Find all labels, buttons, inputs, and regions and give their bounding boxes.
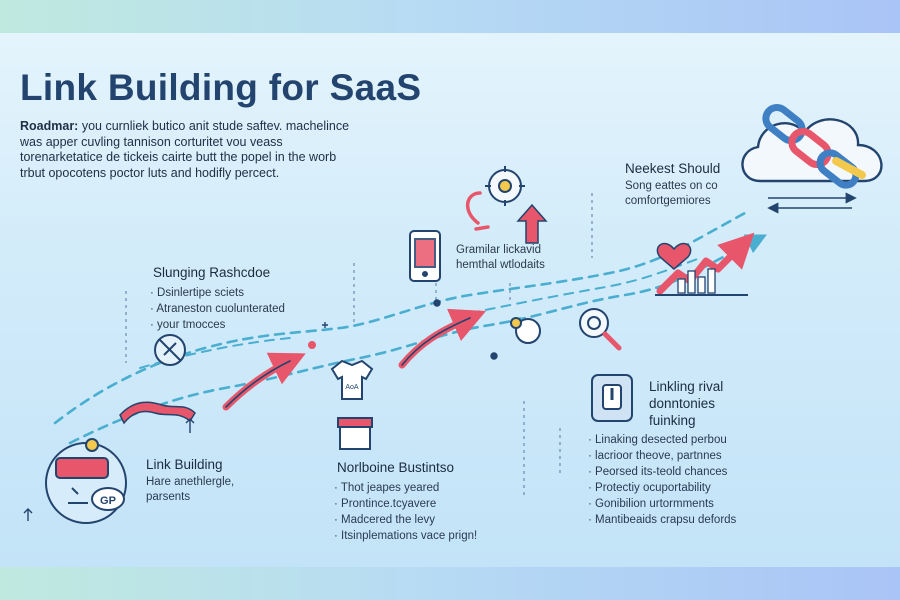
list-item: lacrioor theove, partnnes [588, 448, 736, 464]
norlboine-heading: Norlboine Bustintso [337, 460, 455, 475]
link-node-icon [510, 317, 541, 344]
list-item: Dsinlertipe sciets [150, 285, 285, 301]
guide-lines [125, 193, 593, 499]
refresh-icon [466, 191, 490, 231]
shirt-label: AoA [345, 384, 359, 391]
sub-line: Hare anethlergle, [146, 476, 235, 488]
link-building-heading: Link Building [146, 457, 223, 472]
gramilar-sub: Gramilar lickavid hemthal wtlodaits [456, 243, 545, 273]
list-item: Prontince.tcyavere [334, 496, 477, 512]
list-item: Thot jeapes yeared [334, 480, 477, 496]
neekest-heading: Neekest Should [625, 161, 721, 176]
infographic-canvas: GP AoA [0, 33, 900, 567]
intro-label: Roadmar: [20, 119, 79, 133]
list-item: Madcered the levy [334, 512, 477, 528]
list-item: Peorsed its-teold chances [588, 464, 736, 480]
globe-badge-icon [45, 438, 127, 524]
list-item: your tmocces [150, 317, 285, 333]
neekest-sub: Song eattes on co comfortgemiores [625, 179, 718, 209]
list-item: Atraneston cuolunterated [150, 301, 285, 317]
shirt-icon [330, 359, 374, 400]
linkling-list: Linaking desected perbou lacrioor theove… [588, 432, 736, 528]
list-item: Protectiy ocuportability [588, 480, 736, 496]
phone-icon [409, 230, 441, 282]
list-item: Mantibeaids crapsu defords [588, 512, 736, 528]
link-building-sub: Hare anethlergle, parsents [146, 475, 234, 505]
bar-graph-icon [655, 268, 748, 296]
cloud-chain-icon [741, 103, 883, 189]
intro-paragraph: Roadmar: you curnliek butico anit stude … [20, 119, 350, 181]
heading-line: fuinking [649, 413, 696, 428]
exchange-arrows-icon [767, 192, 857, 214]
slunging-heading: Slunging Rashcdoe [153, 265, 271, 280]
heading-line: donntonies [649, 396, 716, 411]
sub-line: hemthal wtlodaits [456, 259, 545, 271]
up-arrow-icon [516, 203, 548, 244]
sub-line: Song eattes on co [625, 180, 718, 192]
gear-icon [485, 166, 525, 206]
box-icon [337, 417, 373, 450]
ribbon-shape [119, 401, 196, 425]
magnifier-icon [579, 308, 622, 351]
linkling-heading: Linkling rival donntonies fuinking [649, 378, 723, 429]
page-title: Link Building for SaaS [20, 67, 422, 108]
heart-icon [656, 242, 692, 270]
intro-text: you curnliek butico anit stude saftev. m… [20, 119, 350, 180]
sub-line: parsents [146, 491, 191, 503]
list-item: Itsinplemations vace prign! [334, 528, 477, 544]
list-item: Linaking desected perbou [588, 432, 736, 448]
shield-icon [591, 374, 633, 422]
blocked-circle-icon [154, 334, 186, 366]
sub-line: comfortgemiores [625, 195, 711, 207]
sub-line: Gramilar lickavid [456, 244, 541, 256]
list-item: Gonibilion urtormments [588, 496, 736, 512]
slunging-list: Dsinlertipe sciets Atraneston cuoluntera… [150, 285, 285, 333]
norlboine-list: Thot jeapes yeared Prontince.tcyavere Ma… [334, 480, 477, 544]
roadmap-graphics: GP AoA [23, 103, 883, 524]
badge-label: GP [100, 495, 116, 507]
heading-line: Linkling rival [649, 379, 724, 394]
